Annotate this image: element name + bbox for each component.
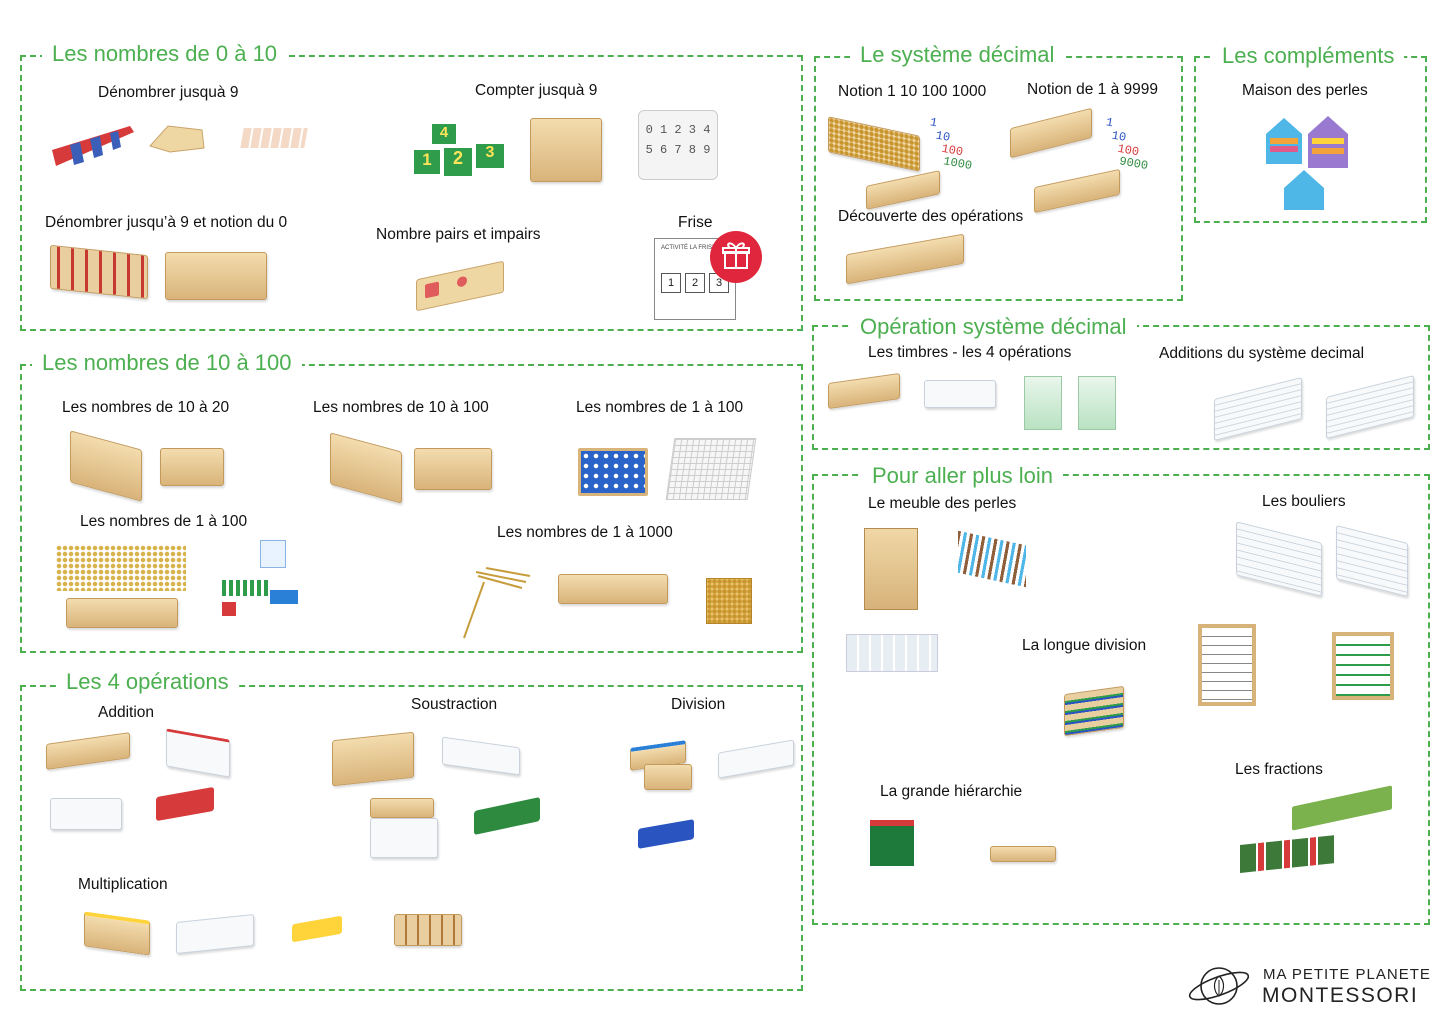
bead-houses-image	[1266, 116, 1348, 210]
frise-cell-2: 2	[685, 273, 705, 293]
label-multiplication: Multiplication	[78, 876, 168, 893]
counter-icon	[457, 275, 467, 288]
booklet-image-2	[1078, 376, 1116, 430]
green-beads-icon	[222, 580, 270, 596]
label-decouverte-operations: Découverte des opérations	[838, 208, 1024, 225]
section-title-systeme-decimal: Le système décimal	[850, 42, 1065, 68]
label-soustraction: Soustraction	[411, 696, 498, 713]
section-title-4-operations: Les 4 opérations	[56, 669, 239, 695]
card-1: 1	[414, 150, 440, 174]
multiplication-tray-image	[394, 914, 462, 946]
label-notion-9999: Notion de 1 à 9999	[1027, 81, 1158, 98]
card-4: 4	[432, 124, 456, 144]
red-counter-icon	[425, 281, 439, 299]
label-nombres-1-100-a: Les nombres de 1 à 100	[576, 399, 744, 416]
section-title-aller-plus-loin: Pour aller plus loin	[862, 463, 1063, 489]
brand-line-2: MONTESSORI	[1262, 984, 1419, 1007]
hundred-board-image	[578, 448, 648, 496]
label-nombres-1-100-b: Les nombres de 1 à 100	[80, 513, 248, 530]
label-addition: Addition	[98, 704, 155, 721]
card-3: 3	[476, 144, 504, 168]
planet-logo-icon	[1188, 967, 1250, 1005]
label-timbres: Les timbres - les 4 opérations	[868, 344, 1072, 361]
label-maison-perles: Maison des perles	[1242, 82, 1368, 99]
number-rods-image	[52, 126, 134, 166]
bead-box-2-image	[414, 448, 492, 490]
section-aller-plus-loin	[812, 474, 1430, 925]
division-board-image	[644, 764, 692, 790]
green-number-cards-image: 4 1 2 3	[414, 124, 506, 180]
bead-box-image	[160, 448, 224, 486]
subtraction-box-image	[332, 731, 414, 787]
hierarchy-green-box-image	[870, 820, 914, 866]
label-fractions: Les fractions	[1235, 761, 1323, 778]
label-grande-hierarchie: La grande hiérarchie	[880, 783, 1023, 800]
section-title-operation-decimal: Opération système décimal	[850, 314, 1137, 340]
label-division: Division	[671, 696, 726, 713]
label-denombrer-9: Dénombrer jusquà 9	[98, 84, 239, 101]
frise-cell-1: 1	[661, 273, 681, 293]
gift-icon[interactable]	[709, 230, 763, 284]
label-frise: Frise	[678, 214, 713, 231]
label-meuble-perles: Le meuble des perles	[868, 495, 1017, 512]
card-2: 2	[444, 148, 472, 176]
stamp-sheets-image	[924, 380, 996, 408]
golden-beads-image	[56, 545, 186, 591]
abacus-small-image	[1332, 632, 1394, 700]
plastic-cube-icon	[260, 540, 286, 568]
section-nombres-0-10	[20, 55, 803, 331]
label-pairs-impairs: Nombre pairs et impairs	[376, 226, 541, 243]
label-nombres-10-100: Les nombres de 10 à 100	[313, 399, 489, 416]
section-4-operations	[20, 685, 803, 991]
board-row-1: 0 1 2 3 4	[645, 123, 711, 137]
red-box-icon	[222, 602, 236, 616]
label-compter-9: Compter jusquà 9	[475, 82, 598, 99]
section-nombres-10-100	[20, 364, 803, 653]
long-division-set-image	[1064, 685, 1124, 737]
blue-box-icon	[270, 590, 298, 604]
label-longue-division: La longue division	[1022, 637, 1147, 654]
hundred-sheet-image	[665, 438, 757, 500]
frise-heading: ACTIVITÉ LA FRISE	[661, 245, 717, 251]
subtraction-sheet-image	[370, 818, 438, 858]
subtraction-tray-image	[370, 798, 434, 818]
wood-box-lid-image	[165, 252, 267, 300]
addition-sheet-image	[50, 798, 122, 830]
label-bouliers: Les bouliers	[1262, 493, 1346, 510]
section-title-nombres-10-100: Les nombres de 10 à 100	[32, 350, 302, 376]
golden-bar-chains-image	[463, 567, 531, 639]
label-nombres-10-20: Les nombres de 10 à 20	[62, 399, 230, 416]
hierarchy-tray-image	[990, 846, 1056, 862]
board-row-2: 5 6 7 8 9	[645, 143, 711, 157]
section-title-nombres-0-10: Les nombres de 0 à 10	[42, 41, 288, 67]
label-notion-1-1000: Notion 1 10 100 1000	[838, 83, 987, 100]
wood-box-image	[149, 125, 205, 153]
label-denombrer-zero: Dénombrer jusqu’à 9 et notion du 0	[45, 214, 288, 231]
colored-cubes-image	[212, 540, 302, 620]
number-board-image: 0 1 2 3 4 5 6 7 8 9	[638, 110, 718, 180]
wood-spindle-box-image	[530, 118, 602, 182]
tray-2-image	[558, 574, 668, 604]
label-additions-decimal: Additions du système decimal	[1159, 345, 1365, 362]
booklet-image-1	[1024, 376, 1062, 430]
tray-image	[66, 598, 178, 628]
thousand-cube-image	[706, 578, 752, 624]
brand-line-1: MA PETITE PLANETE	[1263, 966, 1431, 983]
number-cards-image	[240, 128, 308, 148]
section-title-complements: Les compléments	[1212, 43, 1405, 69]
bead-cabinet-image	[864, 528, 918, 610]
label-nombres-1-1000: Les nombres de 1 à 1000	[497, 524, 673, 541]
bead-sticks-image	[846, 634, 938, 672]
abacus-large-image	[1198, 624, 1256, 706]
